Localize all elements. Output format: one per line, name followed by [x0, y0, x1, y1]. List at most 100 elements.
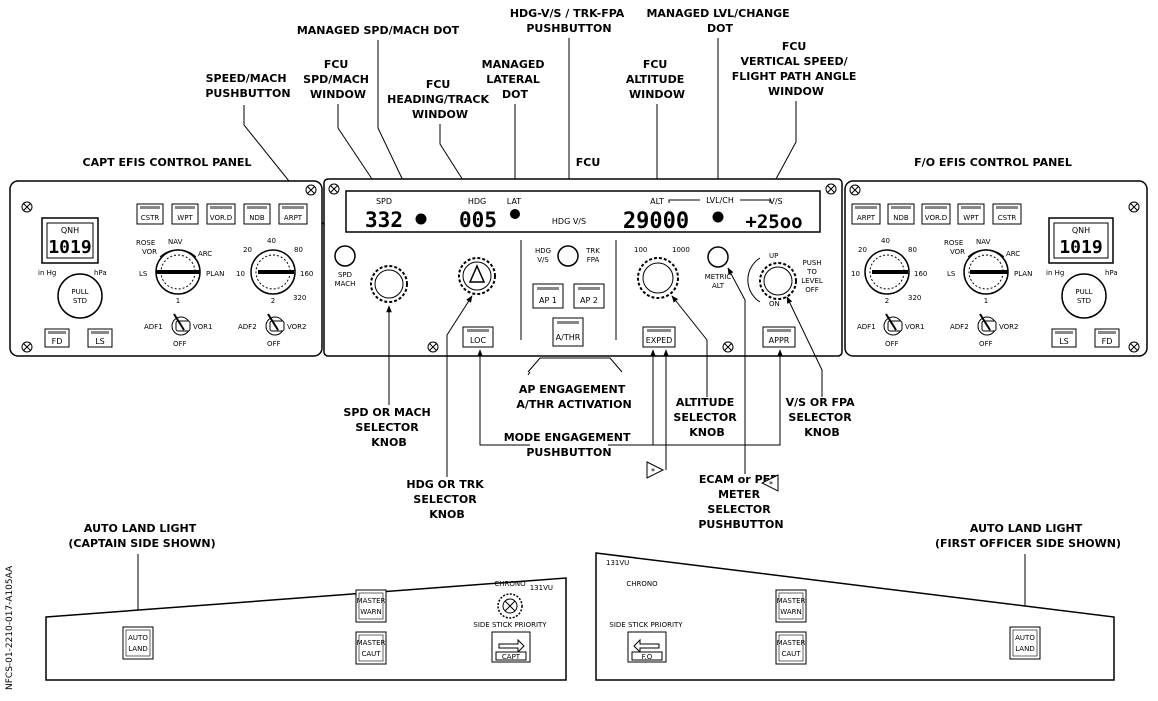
fcu-alt-value: 29000 — [623, 209, 689, 234]
capt-efis-buttons: CSTR WPT VOR.D NDB ARPT — [136, 203, 308, 225]
capt-range-80: 80 — [294, 246, 303, 254]
callout-labels-bottom: SPD OR MACH SELECTOR KNOB HDG OR TRK SEL… — [343, 383, 855, 531]
fo-mode-nav: NAV — [976, 238, 991, 246]
capt-btn-vord[interactable]: VOR.D — [206, 203, 236, 225]
fo-adf-vor1-switch[interactable] — [883, 313, 903, 336]
svg-text:FD: FD — [1102, 337, 1113, 346]
loc-pushbutton[interactable]: LOC — [462, 326, 494, 348]
label-fo-efis: F/O EFIS CONTROL PANEL — [914, 156, 1072, 169]
svg-text:MASTER: MASTER — [357, 639, 386, 647]
fo-side-stick-priority-button[interactable]: F.O — [627, 631, 667, 663]
fo-btn-vord[interactable]: VOR.D — [921, 203, 951, 225]
fo-range-two: 2 — [885, 297, 889, 305]
svg-text:CSTR: CSTR — [141, 214, 160, 222]
fo-std-label: STD — [1077, 297, 1091, 305]
fo-fd-button[interactable]: FD — [1094, 328, 1120, 348]
to-label: TO — [806, 268, 817, 276]
fo-mode-selector[interactable] — [963, 249, 1009, 295]
callout-leaders-bottom — [386, 267, 823, 477]
ap2-pushbutton[interactable]: AP 2 — [573, 283, 605, 309]
spd-mach-pushbutton[interactable] — [334, 245, 356, 267]
capt-adf-vor2-switch[interactable] — [265, 313, 285, 336]
callout-labels: SPEED/MACH PUSHBUTTON MANAGED SPD/MACH D… — [83, 7, 1072, 169]
fo-btn-cstr[interactable]: CSTR — [992, 203, 1022, 225]
fo-efis-buttons: ARPT NDB VOR.D WPT CSTR — [851, 203, 1022, 225]
capt-ls-button[interactable]: LS — [87, 328, 113, 348]
fo-qnh-value: 1019 — [1059, 237, 1102, 258]
capt-mode-vor: VOR — [142, 248, 157, 256]
capt-auto-land-button[interactable]: AUTO LAND — [122, 626, 154, 660]
athr-pushbutton[interactable]: A/THR — [552, 317, 584, 347]
fo-qnh-label: QNH — [1072, 226, 1090, 235]
managed-lvl-dot — [712, 211, 724, 223]
fo-chrono-label: CHRONO — [626, 580, 658, 588]
fo-ls-button[interactable]: LS — [1051, 328, 1077, 348]
spd-mach-label-2: MACH — [335, 280, 356, 288]
fo-btn-ndb[interactable]: NDB — [887, 203, 915, 225]
metric-alt-label: ALT — [712, 282, 725, 290]
altitude-selector-knob[interactable] — [637, 257, 679, 299]
fo-range-20: 20 — [858, 246, 867, 254]
fo-auto-land-button[interactable]: AUTO LAND — [1009, 626, 1041, 660]
capt-mode-rose: ROSE — [136, 239, 155, 247]
label-hdg-vs-trk-fpa-pb: HDG-V/S / TRK-FPA PUSHBUTTON — [510, 7, 628, 35]
ap1-pushbutton[interactable]: AP 1 — [532, 283, 564, 309]
capt-btn-arpt[interactable]: ARPT — [278, 203, 308, 225]
fo-efis-panel: ARPT NDB VOR.D WPT CSTR 20 40 80 10 160 … — [844, 180, 1148, 357]
svg-text:CAUT: CAUT — [361, 650, 381, 658]
capt-btn-ndb[interactable]: NDB — [243, 203, 271, 225]
capt-master-caut-button[interactable]: MASTER CAUT — [355, 631, 387, 665]
capt-efis-panel: QNH 1019 in Hg hPa PULL STD CSTR WPT VOR… — [9, 180, 323, 357]
capt-adf2: ADF2 — [238, 323, 257, 331]
label-managed-spd-dot: MANAGED SPD/MACH DOT — [297, 24, 460, 37]
svg-text:MASTER: MASTER — [777, 639, 806, 647]
fo-btn-wpt[interactable]: WPT — [957, 203, 985, 225]
fcu-hdg-label: HDG — [468, 197, 486, 206]
fcu-lat-label: LAT — [507, 197, 521, 206]
capt-baro-knob[interactable] — [57, 273, 103, 319]
arrow-left-icon — [633, 638, 660, 654]
svg-text:NDB: NDB — [249, 214, 265, 222]
hdg-vs-trk-fpa-pushbutton[interactable] — [557, 245, 579, 267]
fo-adf-vor2-switch[interactable] — [977, 313, 997, 336]
capt-fd-button[interactable]: FD — [44, 328, 70, 348]
fo-btn-arpt[interactable]: ARPT — [851, 203, 881, 225]
exped-pushbutton[interactable]: EXPED — [642, 326, 676, 348]
svg-text:AP 2: AP 2 — [580, 296, 598, 305]
vs-selector-knob[interactable] — [759, 262, 797, 300]
capt-chrono-button[interactable] — [497, 593, 523, 619]
capt-qnh-value: 1019 — [48, 237, 91, 258]
svg-text:LOC: LOC — [470, 336, 486, 345]
label-fcu-hdg-window: FCU HEADING/TRACK WINDOW — [387, 78, 493, 121]
hdg-selector-knob[interactable] — [458, 257, 496, 295]
fo-master-caut-button[interactable]: MASTER CAUT — [775, 631, 807, 665]
fcu-lvl-ch-label: LVL/CH — [706, 196, 734, 205]
capt-range-160: 160 — [300, 270, 313, 278]
capt-range-selector[interactable] — [250, 249, 296, 295]
svg-text:LS: LS — [1059, 337, 1069, 346]
svg-text:AP 1: AP 1 — [539, 296, 557, 305]
fo-master-warn-button[interactable]: MASTER WARN — [775, 589, 807, 623]
capt-mode-selector[interactable] — [155, 249, 201, 295]
capt-side-stick-priority-button[interactable]: CAPT — [491, 631, 531, 663]
spd-selector-knob[interactable] — [370, 265, 408, 303]
fo-mode-plan: PLAN — [1014, 270, 1032, 278]
capt-off2: OFF — [267, 340, 281, 348]
fo-baro-knob[interactable] — [1061, 273, 1107, 319]
capt-btn-cstr[interactable]: CSTR — [136, 203, 164, 225]
capt-adf-vor1-switch[interactable] — [171, 313, 191, 336]
fo-range-selector[interactable] — [864, 249, 910, 295]
capt-master-warn-button[interactable]: MASTER WARN — [355, 589, 387, 623]
svg-text:AUTO: AUTO — [1015, 634, 1035, 642]
capt-btn-wpt[interactable]: WPT — [171, 203, 199, 225]
capt-hpa: hPa — [94, 269, 107, 277]
metric-alt-pushbutton[interactable] — [707, 246, 729, 268]
capt-mode-one: 1 — [176, 297, 180, 305]
fo-glareshield-panel: 131VU CHRONO SIDE STICK PRIORITY F.O MAS… — [595, 552, 1115, 681]
svg-text:*: * — [769, 480, 773, 489]
capt-off1: OFF — [173, 340, 187, 348]
svg-text:A/THR: A/THR — [556, 333, 581, 342]
fo-panel-id: 131VU — [606, 559, 629, 567]
appr-pushbutton[interactable]: APPR — [762, 326, 796, 348]
fo-in-hg: in Hg — [1046, 269, 1064, 277]
